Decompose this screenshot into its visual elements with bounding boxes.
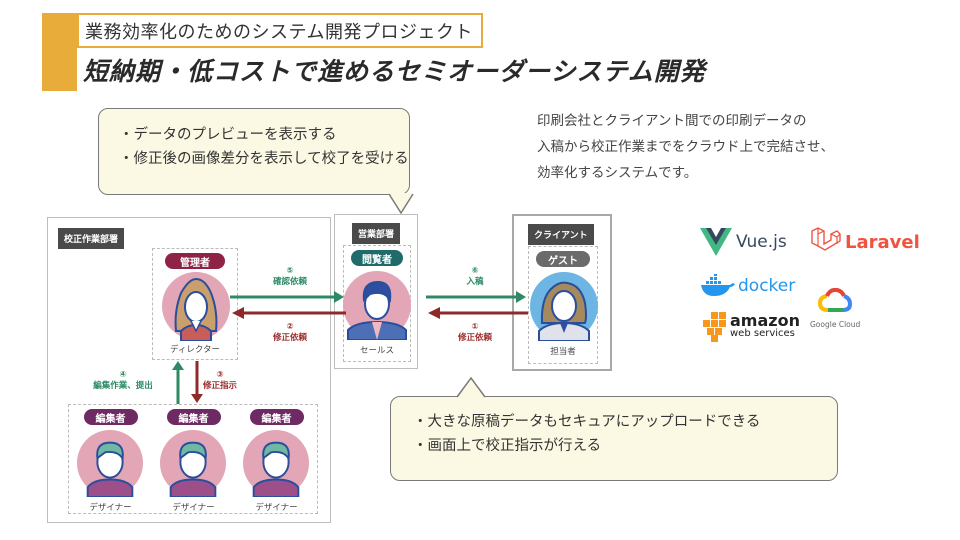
dept-label: クライアント: [528, 224, 594, 245]
role-badge-manager: 管理者: [165, 253, 225, 269]
person-editor: 編集者 デザイナー: [69, 405, 152, 515]
arrow-step1-head: [428, 307, 440, 319]
page-title: 短納期・低コストで進めるセミオーダーシステム開発: [83, 57, 706, 86]
role-badge-editor: 編集者: [83, 409, 138, 425]
aws-label: amazon: [730, 311, 800, 330]
aws-sublabel: web services: [730, 328, 795, 339]
flow-label-step1: ① 修正依頼: [457, 322, 492, 343]
callout-line: ・修正後の画像差分を表示して校了を受ける: [119, 151, 409, 167]
header-accent-bar: [42, 13, 77, 91]
editors-group: 編集者 デザイナー 編集者 デザイナー 編集者: [68, 404, 318, 514]
callout-top-tail: [388, 193, 414, 215]
flow-label-step2: ② 修正依頼: [272, 322, 307, 343]
caption-client: 担当者: [550, 347, 576, 357]
role-badge-editor: 編集者: [166, 409, 221, 425]
logo-laravel: Laravel: [809, 226, 920, 258]
docker-icon: [701, 274, 735, 296]
caption-designer: デザイナー: [89, 503, 132, 513]
flow-arrows-sales-client: [426, 291, 528, 319]
logo-aws: amazon web services: [701, 312, 800, 342]
dept-label: 校正作業部署: [58, 228, 125, 249]
callout-upload-features: ・大きな原稿データもセキュアにアップロードできる ・画面上で校正指示が行える: [390, 396, 838, 481]
role-badge-guest: ゲスト: [536, 251, 590, 267]
person-sales: 閲覧者 セールス: [343, 245, 411, 362]
caption-sales: セールス: [359, 346, 394, 356]
system-description: 印刷会社とクライアント間での印刷データの 入稿から校正作業までをクラウド上で完結…: [537, 108, 834, 186]
laravel-icon: [811, 227, 841, 251]
designer-avatar-icon: [159, 429, 227, 497]
arrow-step5-head: [334, 291, 344, 303]
flow-label-step3: ③ 修正指示: [202, 370, 237, 391]
callout-line: ・データのプレビューを表示する: [119, 127, 337, 143]
docker-label: docker: [738, 276, 796, 296]
logo-vue: Vue.js: [700, 228, 787, 256]
google-cloud-label: Google Cloud: [810, 320, 861, 329]
logo-docker: docker: [700, 274, 795, 298]
google-cloud-icon: [818, 288, 853, 312]
client-avatar-icon: [530, 272, 598, 341]
caption-designer: デザイナー: [172, 503, 215, 513]
sales-avatar-icon: [343, 271, 411, 340]
description-line: 入稿から校正作業までをクラウド上で完結させ、: [537, 139, 834, 155]
arrow-step4-head: [172, 361, 184, 370]
callout-line: ・大きな原稿データもセキュアにアップロードできる: [413, 414, 761, 430]
callout-bottom-tail: [456, 376, 486, 398]
description-line: 効率化するシステムです。: [537, 165, 698, 181]
callout-preview-features: ・データのプレビューを表示する ・修正後の画像差分を表示して校了を受ける: [98, 108, 410, 195]
vue-icon: [700, 228, 732, 256]
flow-label-step5: ⑤ 確認依頼: [272, 266, 307, 287]
arrow-step3-head: [191, 394, 203, 403]
caption-designer: デザイナー: [255, 503, 298, 513]
person-client: ゲスト 担当者: [528, 246, 598, 364]
role-badge-editor: 編集者: [249, 409, 304, 425]
director-avatar-icon: [162, 272, 230, 341]
laravel-label: Laravel: [845, 231, 920, 253]
caption-director: ディレクター: [169, 345, 221, 355]
aws-icon: [703, 312, 726, 342]
arrow-step6-head: [516, 291, 526, 303]
description-line: 印刷会社とクライアント間での印刷データの: [537, 113, 807, 129]
callout-line: ・画面上で校正指示が行える: [413, 438, 602, 454]
flow-arrows-manager-sales: [230, 291, 346, 319]
arrow-step2-head: [232, 307, 244, 319]
designer-avatar-icon: [76, 429, 144, 497]
dept-label: 営業部署: [352, 223, 401, 244]
flow-label-step4: ④ 編集作業、提出: [93, 370, 153, 391]
designer-avatar-icon: [242, 429, 310, 497]
dept-client: クライアント ゲスト 担当者: [512, 214, 612, 371]
header-subtitle: 業務効率化のためのシステム開発プロジェクト: [77, 13, 483, 48]
vue-label: Vue.js: [736, 232, 787, 252]
person-editor: 編集者 デザイナー: [152, 405, 235, 515]
person-editor: 編集者 デザイナー: [235, 405, 318, 515]
vertical-flow-arrows: [172, 361, 203, 404]
flow-label-step6: ⑥ 入稿: [466, 266, 484, 287]
dept-proofreading: 校正作業部署 管理者 ディレクター 編集者 デザイナー 編集者: [47, 217, 331, 523]
person-manager: 管理者 ディレクター: [152, 248, 238, 360]
role-badge-viewer: 閲覧者: [351, 250, 403, 266]
dept-sales: 営業部署 閲覧者 セールス: [334, 214, 418, 369]
logo-google-cloud: Google Cloud: [810, 288, 860, 329]
